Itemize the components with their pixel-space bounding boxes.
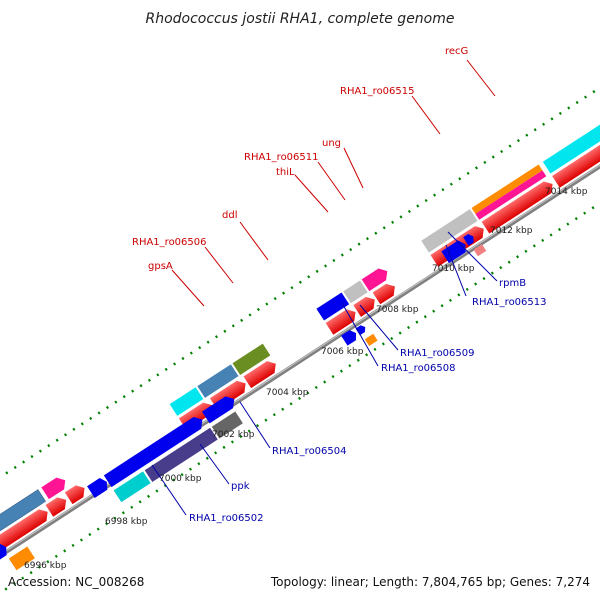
label-RHA1_ro06504[interactable]: RHA1_ro06504	[272, 446, 347, 457]
gene-red[interactable]	[243, 358, 279, 389]
gene-red[interactable]	[325, 306, 360, 335]
label-ddl[interactable]: ddl	[222, 210, 237, 221]
ruler-label: 7006 kbp	[321, 347, 364, 357]
gene-RHA1_ro06502-block[interactable]	[103, 414, 206, 488]
label-RHA1_ro06513[interactable]: RHA1_ro06513	[472, 297, 547, 308]
ruler-label: 7012 kbp	[490, 226, 533, 236]
ruler-dots-lower	[0, 158, 600, 597]
gene-gpsA[interactable]	[169, 387, 204, 416]
gene-thiL[interactable]	[316, 292, 350, 321]
lower-genes-right	[441, 232, 487, 264]
ruler-label: 7002 kbp	[212, 430, 255, 440]
label-RHA1_ro06515[interactable]: RHA1_ro06515	[340, 86, 415, 97]
gene-steelblue[interactable]	[0, 489, 46, 539]
gene-blue[interactable]	[87, 476, 111, 498]
accession-text: Accession: NC_008268	[8, 575, 144, 589]
gene-cyan[interactable]	[542, 112, 600, 174]
gene-red[interactable]	[353, 294, 378, 317]
label-RHA1_ro06509[interactable]: RHA1_ro06509	[400, 348, 475, 359]
gene-labels-red: recG RHA1_ro06515 ung RHA1_ro06511 thiL …	[132, 46, 468, 272]
ruler-dots-upper	[0, 63, 600, 502]
gene-rpmB[interactable]	[473, 244, 487, 257]
gene-red[interactable]	[45, 494, 70, 517]
ruler-label: 6996 kbp	[24, 561, 67, 571]
map-title: Rhodococcus jostii RHA1, complete genome	[145, 11, 454, 27]
gene-red[interactable]	[552, 126, 600, 188]
lower-genes-left	[0, 541, 35, 571]
lower-strand-group	[0, 158, 600, 597]
gene-RHA1_ro06506[interactable]	[197, 364, 239, 398]
gene-blue[interactable]	[0, 541, 10, 565]
gene-RHA1_ro06509[interactable]	[364, 333, 378, 346]
gene-blue-small[interactable]	[355, 324, 368, 336]
gene-RHA1_ro06515[interactable]	[421, 209, 478, 253]
label-ppk[interactable]: ppk	[231, 481, 250, 492]
gene-red[interactable]	[0, 506, 51, 553]
gene-block-thiL	[316, 265, 399, 335]
gene-orange[interactable]	[8, 546, 35, 571]
lower-genes-ppk	[87, 393, 243, 503]
gene-red[interactable]	[372, 281, 399, 305]
label-rpmB[interactable]: rpmB	[499, 278, 526, 289]
label-RHA1_ro06506[interactable]: RHA1_ro06506	[132, 237, 207, 248]
gene-pink[interactable]	[41, 474, 69, 500]
label-RHA1_ro06511[interactable]: RHA1_ro06511	[244, 152, 319, 163]
gene-labels-blue: rpmB RHA1_ro06513 RHA1_ro06509 RHA1_ro06…	[189, 278, 547, 524]
leader-lines	[151, 59, 498, 516]
gene-ddl[interactable]	[232, 343, 271, 375]
gene-block-far-left	[0, 474, 89, 553]
label-recG[interactable]: recG	[445, 46, 468, 57]
label-RHA1_ro06502[interactable]: RHA1_ro06502	[189, 513, 264, 524]
gene-RHA1_ro06504[interactable]	[211, 411, 243, 439]
ruler-label: 7004 kbp	[266, 388, 309, 398]
label-ung[interactable]: ung	[322, 138, 341, 149]
ruler-label: 6998 kbp	[105, 517, 148, 527]
ruler-label: 7010 kbp	[432, 264, 475, 274]
label-gpsA[interactable]: gpsA	[148, 261, 173, 272]
gene-red[interactable]	[481, 178, 557, 234]
gene-red[interactable]	[64, 482, 89, 505]
gene-blue-small[interactable]	[463, 232, 476, 246]
gene-RHA1_ro06513[interactable]	[441, 238, 469, 264]
gene-recG[interactable]	[471, 164, 543, 214]
topology-summary-text: Topology: linear; Length: 7,804,765 bp; …	[270, 575, 590, 589]
gene-RHA1_ro06502[interactable]	[113, 471, 151, 503]
gene-ung[interactable]	[361, 265, 391, 292]
gene-RHA1_ro06511[interactable]	[343, 280, 368, 304]
gene-block-recG	[421, 112, 600, 267]
ruler-label: 7008 kbp	[376, 305, 419, 315]
gene-recG-overlap[interactable]	[475, 170, 547, 220]
lower-genes-middle	[341, 324, 378, 346]
gene-ppk[interactable]	[144, 427, 218, 483]
label-RHA1_ro06508[interactable]: RHA1_ro06508	[381, 363, 456, 374]
label-thiL[interactable]: thiL	[276, 167, 295, 178]
ruler-labels: 6996 kbp 6998 kbp 7000 kbp 7002 kbp 7004…	[24, 187, 588, 571]
ruler-label: 7000 kbp	[159, 474, 202, 484]
ruler-label: 7014 kbp	[545, 187, 588, 197]
gene-RHA1_ro06508[interactable]	[341, 328, 359, 346]
gene-blue[interactable]	[201, 393, 238, 424]
